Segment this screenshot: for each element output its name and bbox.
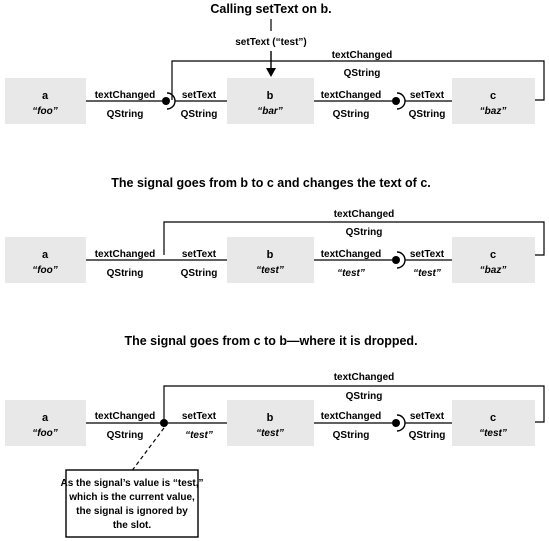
- note-line-4: the slot.: [113, 520, 152, 531]
- title-c-to-b: The signal goes from c to b—where it is …: [124, 334, 417, 348]
- note-line-2: which is the current value,: [68, 492, 195, 503]
- c-slot-socket: [396, 92, 406, 110]
- object-b-box: [227, 78, 314, 124]
- a-qstring-label-3: QString: [107, 430, 144, 441]
- feedback-qstring-label-2: QString: [346, 227, 383, 238]
- c-slot-socket-3: [396, 414, 406, 432]
- b-slot-qstring-label: QString: [181, 109, 218, 120]
- object-b-value-2: “test”: [256, 265, 284, 276]
- note-callout: [65, 469, 199, 538]
- a-qstring-label-2: QString: [107, 268, 144, 279]
- feedback-line-row1: [171, 60, 545, 101]
- a-textchanged-label-3: textChanged: [95, 411, 156, 422]
- object-a-name: a: [42, 90, 49, 102]
- c-slot-dot: [392, 97, 400, 105]
- object-b-name-3: b: [267, 412, 274, 424]
- b-settext-label-3: setText: [182, 411, 217, 422]
- c-settext-label: setText: [410, 90, 445, 101]
- b-slot-dot-3: [160, 419, 168, 427]
- c-slot-socket-2: [396, 251, 406, 269]
- object-c-box: [452, 78, 535, 124]
- object-c-value: “baz”: [480, 106, 507, 117]
- feedback-qstring-label-3: QString: [346, 391, 383, 402]
- note-line-1: As the signal’s value is “test,”: [60, 478, 203, 489]
- feedback-qstring-label: QString: [344, 68, 381, 79]
- object-b-box-3: [227, 400, 314, 446]
- b-c-signal-value: “test”: [337, 268, 365, 279]
- b-slot-qstring-label-2: QString: [181, 268, 218, 279]
- object-c-box-3: [452, 400, 535, 446]
- feedback-textchanged-label-2: textChanged: [334, 209, 395, 220]
- object-c-value-2: “baz”: [480, 265, 507, 276]
- title-calling-settext: Calling setText on b.: [210, 2, 331, 16]
- b-qstring-label-3: QString: [333, 430, 370, 441]
- b-slot-value: “test”: [185, 430, 213, 441]
- title-b-to-c: The signal goes from b to c and changes …: [111, 176, 431, 190]
- c-slot-value: “test”: [413, 268, 441, 279]
- b-textchanged-label: textChanged: [321, 90, 382, 101]
- object-c-name: c: [490, 90, 496, 102]
- c-slot-qstring-label-3: QString: [409, 430, 446, 441]
- object-c-name-3: c: [490, 412, 496, 424]
- object-a-value: “foo”: [32, 106, 58, 117]
- settext-call-label: setText (“test”): [235, 37, 307, 48]
- c-settext-label-3: setText: [410, 411, 445, 422]
- object-a-name-3: a: [42, 412, 49, 424]
- object-a-value-3: “foo”: [32, 428, 58, 439]
- b-textchanged-label-2: textChanged: [321, 249, 382, 260]
- feedback-line-row2: [163, 221, 545, 256]
- object-c-box-2: [452, 237, 535, 283]
- object-b-value-3: “test”: [256, 428, 284, 439]
- object-c-name-2: c: [490, 249, 496, 261]
- object-a-box-3: [5, 400, 86, 446]
- b-slot-socket: [166, 92, 176, 110]
- a-textchanged-label-2: textChanged: [95, 249, 156, 260]
- b-textchanged-label-3: textChanged: [321, 411, 382, 422]
- c-slot-dot-3: [392, 419, 400, 427]
- object-b-value: “bar”: [257, 106, 283, 117]
- b-settext-label: setText: [182, 90, 217, 101]
- b-settext-label-2: setText: [182, 249, 217, 260]
- feedback-textchanged-label: textChanged: [332, 50, 393, 61]
- object-b-name: b: [267, 90, 274, 102]
- object-a-name-2: a: [42, 249, 49, 261]
- object-a-box-2: [5, 237, 86, 283]
- a-textchanged-label: textChanged: [95, 90, 156, 101]
- c-slot-dot-2: [392, 256, 400, 264]
- c-slot-qstring-label: QString: [409, 109, 446, 120]
- feedback-line-row3: [163, 385, 545, 423]
- object-a-value-2: “foo”: [32, 265, 58, 276]
- a-qstring-label: QString: [107, 109, 144, 120]
- object-c-value-3: “test”: [479, 428, 507, 439]
- c-settext-label-2: setText: [410, 249, 445, 260]
- note-line-3: the signal is ignored by: [76, 506, 188, 517]
- b-qstring-label: QString: [333, 109, 370, 120]
- object-b-name-2: b: [267, 249, 274, 261]
- object-b-box-2: [227, 237, 314, 283]
- note-pointer: [130, 427, 165, 473]
- feedback-textchanged-label-3: textChanged: [334, 372, 395, 383]
- object-a-box: [5, 78, 86, 124]
- call-arrow-head: [266, 68, 276, 77]
- b-slot-dot: [162, 97, 170, 105]
